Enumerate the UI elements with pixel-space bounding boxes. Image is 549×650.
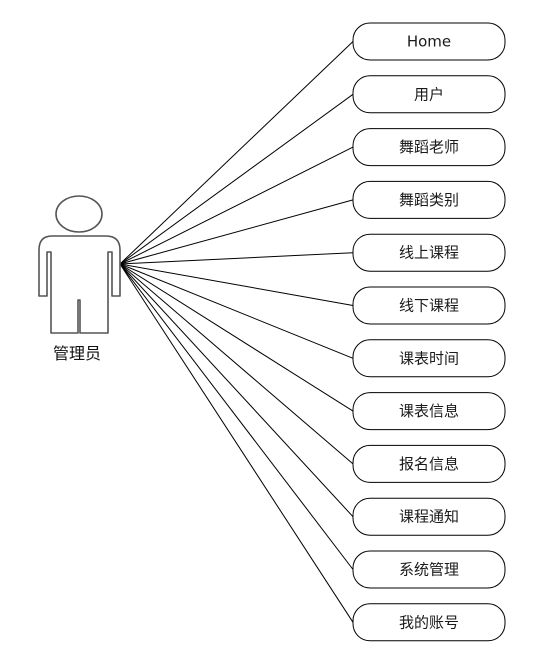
connector-line [119, 41, 354, 265]
use-case-box [352, 550, 506, 589]
use-case-node: 课表信息 [352, 392, 506, 431]
use-case-label: 报名信息 [399, 455, 459, 473]
person-icon [38, 235, 121, 334]
use-case-node: 线下课程 [352, 286, 506, 325]
use-case-node: Home [352, 22, 506, 61]
use-case-node: 课表时间 [352, 339, 506, 378]
actor-figure: 管理员 [38, 195, 121, 363]
connector-line [119, 263, 354, 359]
use-case-box [352, 22, 506, 61]
use-case-box [352, 444, 506, 483]
use-case-box [352, 233, 506, 272]
use-case-label: Home [407, 33, 451, 51]
connector-lines [119, 41, 354, 623]
connector-line [119, 263, 354, 465]
use-case-label: 系统管理 [399, 561, 459, 579]
use-case-node: 我的账号 [352, 603, 506, 642]
use-case-node: 线上课程 [352, 233, 506, 272]
use-case-box [352, 180, 506, 219]
connector-line [119, 146, 354, 265]
actor-name: 管理员 [53, 344, 101, 363]
use-case-box [352, 392, 506, 431]
use-case-label: 用户 [414, 85, 444, 103]
use-case-node: 系统管理 [352, 550, 506, 589]
connector-line [119, 263, 354, 623]
use-case-label: 我的账号 [399, 613, 459, 631]
use-case-node: 舞蹈老师 [352, 128, 506, 167]
use-case-list: Home 用户舞蹈老师舞蹈类别线上课程线下课程课表时间课表信息报名信息课程通知系统… [352, 22, 506, 642]
connector-line [119, 252, 354, 265]
use-case-label: 线下课程 [399, 297, 459, 315]
connector-line [119, 199, 354, 265]
use-case-label: 舞蹈老师 [399, 138, 459, 156]
use-case-label: 线上课程 [399, 244, 459, 262]
use-case-box [352, 75, 506, 114]
use-case-label: 课程通知 [399, 508, 459, 526]
use-case-node: 报名信息 [352, 444, 506, 483]
connector-line [119, 263, 354, 412]
actor-head [55, 195, 103, 233]
connector-line [119, 263, 354, 518]
use-case-box [352, 497, 506, 536]
use-case-box [352, 128, 506, 167]
connector-line [119, 263, 354, 306]
use-case-box [352, 339, 506, 378]
connector-line [119, 93, 354, 265]
use-case-box [352, 286, 506, 325]
connector-line [119, 263, 354, 570]
use-case-node: 课程通知 [352, 497, 506, 536]
use-case-label: 课表信息 [399, 402, 459, 420]
use-case-node: 舞蹈类别 [352, 180, 506, 219]
use-case-box [352, 603, 506, 642]
use-case-label: 舞蹈类别 [399, 191, 459, 209]
use-case-label: 课表时间 [399, 349, 459, 367]
use-case-node: 用户 [352, 75, 506, 114]
